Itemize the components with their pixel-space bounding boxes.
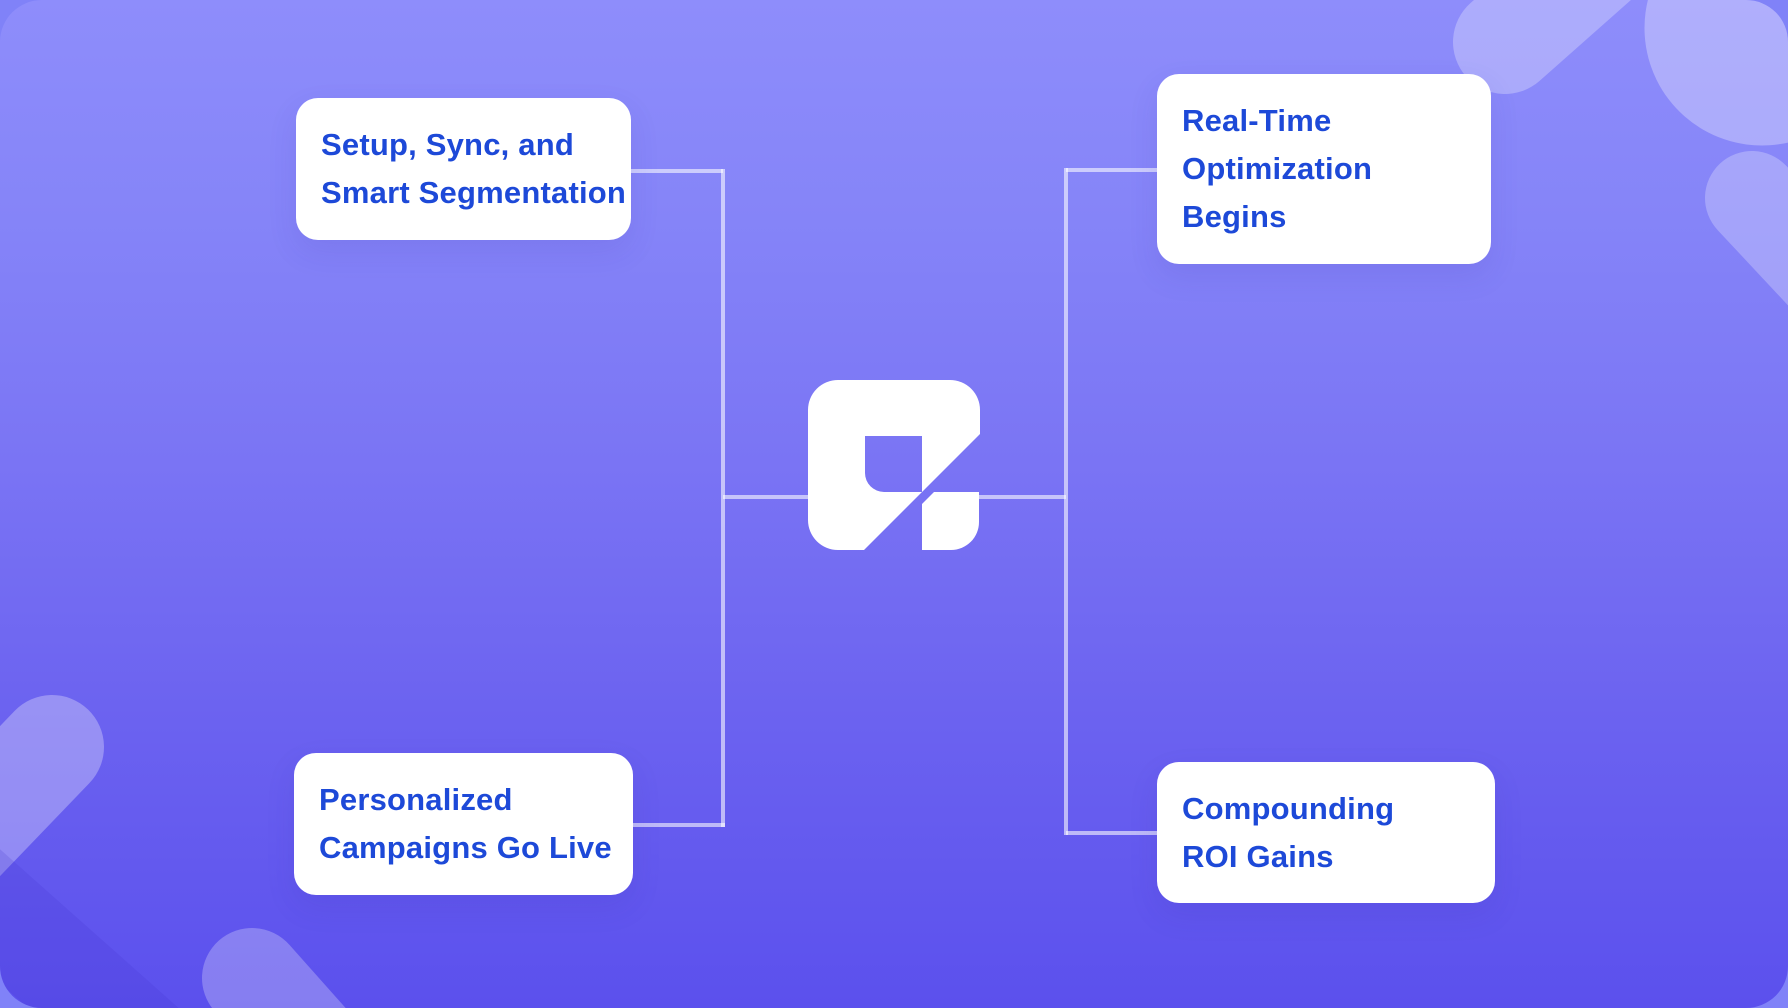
decor-capsule-bottom-left-1: [0, 695, 104, 877]
card-setup-sync-segmentation: Setup, Sync, and Smart Segmentation: [296, 98, 631, 240]
decor-capsule-bottom-left-2: [202, 928, 346, 1008]
connector-right-bottom: [1066, 831, 1157, 835]
card-text-line: Smart Segmentation: [321, 175, 627, 210]
decor-capsule-right-mid: [1705, 151, 1788, 306]
card-compounding-roi: Compounding ROI Gains: [1157, 762, 1495, 903]
card-text-line: Optimization: [1182, 151, 1373, 186]
connector-right-top: [1066, 168, 1157, 172]
card-text-line: Begins: [1182, 199, 1287, 234]
connector-right-vertical: [1064, 168, 1068, 835]
brand-logo-icon: [808, 380, 980, 550]
connector-left-top: [631, 169, 723, 173]
decor-capsule-bottom-left-dark: [0, 849, 179, 1008]
connector-right-mid: [979, 495, 1066, 499]
card-text-line: Compounding: [1182, 790, 1395, 826]
card-text-line: Campaigns Go Live: [319, 830, 612, 865]
decor-capsule-top-right-2: [1644, 0, 1788, 146]
decor-capsule-top-right-1: [1453, 0, 1631, 94]
card-text-line: Personalized: [319, 782, 513, 817]
card-text-line: Real-Time: [1182, 103, 1332, 138]
card-text-line: Setup, Sync, and: [321, 127, 574, 162]
card-text-line: ROI Gains: [1182, 838, 1334, 874]
connector-left-mid: [723, 495, 810, 499]
card-personalized-campaigns: Personalized Campaigns Go Live: [294, 753, 633, 895]
connector-left-bottom: [632, 823, 725, 827]
card-realtime-optimization: Real-Time Optimization Begins: [1157, 74, 1491, 264]
